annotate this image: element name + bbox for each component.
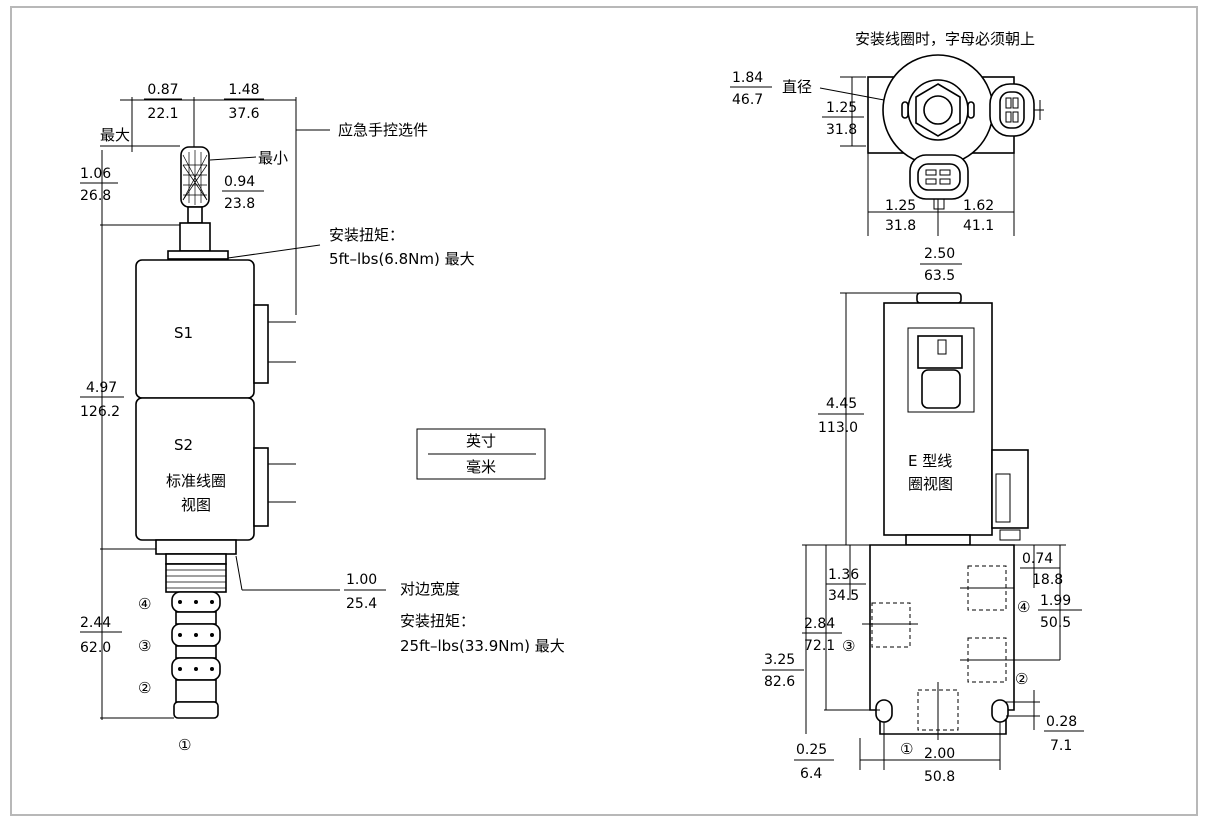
dim-h1-mm: 31.8 — [885, 218, 916, 234]
torque-cart-line2: 25ft–lbs(33.9Nm) 最大 — [400, 637, 565, 655]
dim-top-a-mm: 22.1 — [147, 106, 178, 122]
legend-mm: 毫米 — [466, 458, 496, 476]
dim-stem-in: 0.94 — [224, 174, 255, 190]
dim-d7-in: 0.25 — [796, 742, 827, 758]
dim-diameter-mm: 46.7 — [732, 92, 763, 108]
dim-d8-mm: 50.8 — [924, 769, 955, 785]
port-4-left: ④ — [138, 595, 151, 613]
manual-override-label: 应急手控选件 — [338, 121, 428, 139]
dim-hex-mm: 25.4 — [346, 596, 377, 612]
dim-d5-in: 1.99 — [1040, 593, 1071, 609]
dim-vert-mm: 31.8 — [826, 122, 857, 138]
port-2-left: ② — [138, 679, 151, 697]
e-coil-view-line1: E 型线 — [908, 452, 952, 470]
dim-d2-mm: 72.1 — [804, 638, 835, 654]
dim-width-in: 2.50 — [924, 246, 955, 262]
std-coil-view-line1: 标准线圈 — [166, 472, 226, 490]
coil-orientation-note: 安装线圈时，字母必须朝上 — [855, 30, 1035, 48]
dim-d8-in: 2.00 — [924, 746, 955, 762]
torque-cart-line1: 安装扭矩： — [400, 612, 475, 630]
unit-legend: 英寸 毫米 — [416, 428, 546, 480]
e-coil-view-line2: 圈视图 — [908, 475, 953, 493]
right-top-view: 安装线圈时，字母必须朝上 1.84 46.7 直径 1.25 — [730, 30, 1044, 236]
coil-s1-label: S1 — [174, 324, 193, 342]
dim-d1-in: 1.36 — [828, 567, 859, 583]
min-label: 最小 — [258, 149, 288, 167]
dim-d4-in: 0.74 — [1022, 551, 1053, 567]
dim-overall-mm: 126.2 — [80, 404, 120, 420]
dim-stem-mm: 23.8 — [224, 196, 255, 212]
port-1-right: ① — [900, 740, 913, 758]
dim-top-b-in: 1.48 — [228, 82, 259, 98]
dim-overall-in: 4.97 — [86, 380, 117, 396]
page-border — [10, 6, 1198, 816]
port-2-right: ② — [1015, 670, 1028, 688]
dim-d3-in: 3.25 — [764, 652, 795, 668]
left-side-view: 0.87 22.1 1.48 37.6 最大 最小 应急手控选件 1.06 26… — [80, 82, 565, 754]
dim-knob-in: 1.06 — [80, 166, 111, 182]
port-1-left: ① — [178, 736, 191, 754]
dim-cart-mm: 62.0 — [80, 640, 111, 656]
coil-s2-label: S2 — [174, 436, 193, 454]
torque-coil-line2: 5ft–lbs(6.8Nm) 最大 — [329, 250, 475, 268]
dim-d1-mm: 34.5 — [828, 588, 859, 604]
dim-h2-in: 1.62 — [963, 198, 994, 214]
dim-width-mm: 63.5 — [924, 268, 955, 284]
dim-top-b-mm: 37.6 — [228, 106, 259, 122]
dim-d7-mm: 6.4 — [800, 766, 822, 782]
coil-s2 — [135, 397, 255, 541]
dim-knob-mm: 26.8 — [80, 188, 111, 204]
right-bottom-view: 2.50 63.5 E 型线 圈视图 4.45 113.0 ③ ④ — [762, 246, 1084, 785]
dim-d3-mm: 82.6 — [764, 674, 795, 690]
dim-h1-in: 1.25 — [885, 198, 916, 214]
dim-d6-mm: 7.1 — [1050, 738, 1072, 754]
dim-top-a-in: 0.87 — [147, 82, 178, 98]
dim-d4-mm: 18.8 — [1032, 572, 1063, 588]
diameter-label: 直径 — [782, 78, 812, 96]
port-4-right: ④ — [1017, 598, 1030, 616]
dim-diameter-in: 1.84 — [732, 70, 763, 86]
across-flats-label: 对边宽度 — [400, 580, 460, 598]
legend-inch: 英寸 — [466, 432, 496, 450]
dim-d5-mm: 50.5 — [1040, 615, 1071, 631]
dim-cart-in: 2.44 — [80, 615, 111, 631]
dim-height-in: 4.45 — [826, 396, 857, 412]
dim-vert-in: 1.25 — [826, 100, 857, 116]
dim-hex-in: 1.00 — [346, 572, 377, 588]
dim-height-mm: 113.0 — [818, 420, 858, 436]
dim-d6-in: 0.28 — [1046, 714, 1077, 730]
port-3-left: ③ — [138, 637, 151, 655]
std-coil-view-line2: 视图 — [181, 496, 211, 514]
port-3-right: ③ — [842, 637, 855, 655]
max-label: 最大 — [100, 126, 130, 144]
dim-h2-mm: 41.1 — [963, 218, 994, 234]
coil-s1 — [135, 259, 255, 399]
torque-coil-line1: 安装扭矩： — [329, 226, 404, 244]
dim-d2-in: 2.84 — [804, 616, 835, 632]
